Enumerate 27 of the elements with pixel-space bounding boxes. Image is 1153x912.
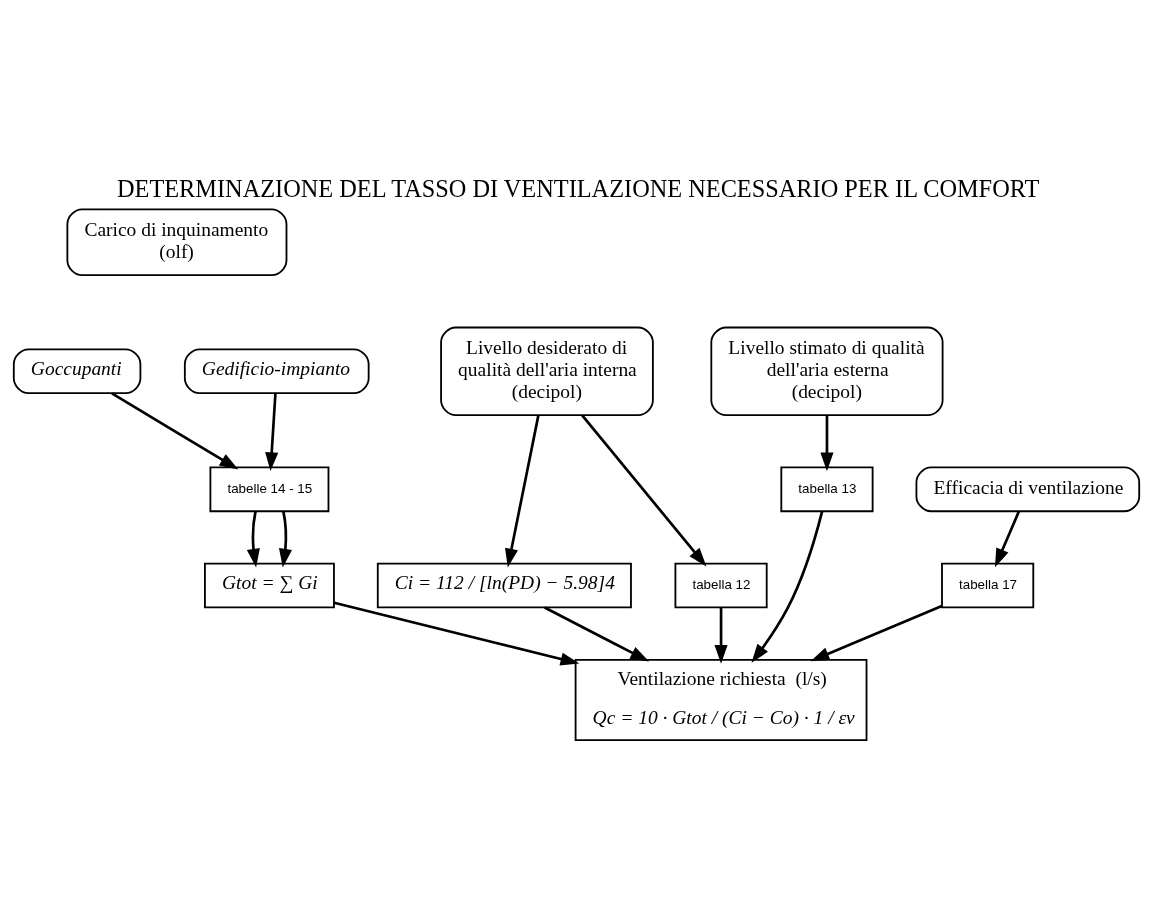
- node-box: Gedificio-impianto: [183, 347, 370, 394]
- arrow: [246, 510, 260, 568]
- node-box: tabella 17: [941, 562, 1035, 608]
- node-box: Ci = 112 / [ln(PD) − 5.98]4: [376, 562, 632, 608]
- arrow: [820, 414, 834, 471]
- arrow: [279, 510, 292, 568]
- arrow: [505, 414, 540, 567]
- node-box: tabella 12: [674, 562, 768, 608]
- arrow: [751, 510, 824, 663]
- arrow: [265, 393, 279, 471]
- arrow: [994, 510, 1021, 567]
- diagram-title: DETERMINAZIONE DEL TASSO DI VENTILAZIONE NECESSARIO PER IL COMFORT: [116, 174, 1040, 202]
- arrow: [714, 607, 728, 664]
- node-box: Efficacia di ventilazione: [915, 466, 1141, 512]
- arrow: [333, 601, 580, 665]
- node-box: tabelle 14 - 15: [209, 466, 330, 512]
- node-box: Carico di inquinamento (olf): [66, 207, 288, 276]
- node-box: tabella 13: [780, 466, 874, 512]
- node-box: Livello stimato di qualità dell'aria esterna (decipol): [710, 326, 944, 416]
- arrow: [810, 604, 943, 661]
- arrow: [111, 391, 239, 469]
- node-box: Ventilazione richiesta (l/s) Qc = 10 · Gtot / (Ci − Co) · 1 / εv: [574, 658, 868, 741]
- arrow: [544, 605, 650, 662]
- arrow: [581, 414, 707, 567]
- node-box: Gtot = ∑ Gi: [204, 562, 335, 608]
- node-box: Goccupanti: [12, 347, 142, 394]
- node-box: Livello desiderato di qualità dell'aria interna (decipol): [440, 326, 654, 416]
